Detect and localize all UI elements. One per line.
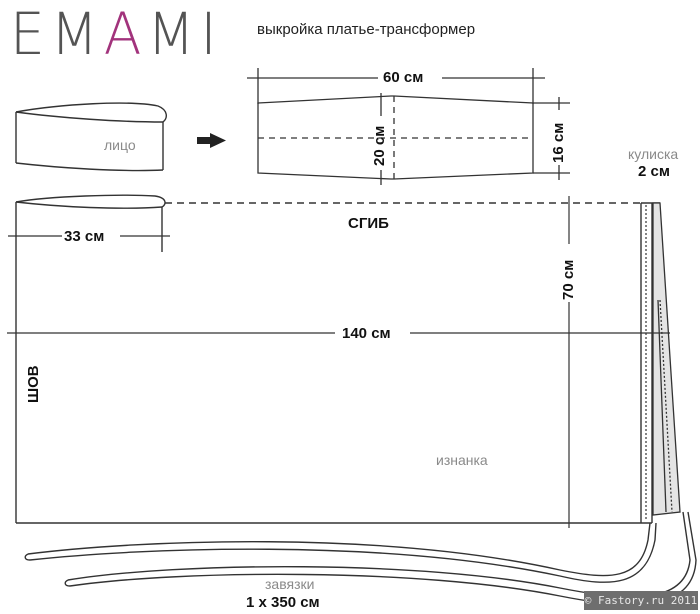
- brand-prefix: EM: [10, 0, 104, 68]
- brand-accent-letter: A: [103, 0, 148, 68]
- drawstring-title: кулиска: [628, 146, 679, 162]
- fold-label: СГИБ: [348, 215, 389, 232]
- page-title: выкройка платье-трансформер: [257, 21, 476, 38]
- brand-suffix: MI: [147, 0, 223, 68]
- band-end-height-label: 16 см: [550, 122, 567, 163]
- watermark: © Fastory.ru 2011: [584, 591, 698, 610]
- skirt-pattern-piece: [15, 194, 660, 524]
- band-illustration: [15, 102, 167, 172]
- brand-logo: EMAMI: [10, 5, 222, 63]
- seam-label: ШОВ: [25, 365, 42, 403]
- face-label: лицо: [104, 137, 136, 153]
- drawstring-width-label: 2 см: [638, 163, 670, 180]
- band-width-label: 60 см: [383, 69, 424, 86]
- skirt-height-label: 70 см: [560, 259, 577, 300]
- skirt-width-label: 140 см: [342, 325, 391, 342]
- ties-title: завязки: [265, 576, 315, 592]
- ties: [24, 511, 697, 606]
- arrow-right-icon: [197, 133, 226, 148]
- wrong-side-label: изнанка: [436, 452, 488, 468]
- band-width-33-label: 33 см: [64, 228, 105, 245]
- band-center-height-label: 20 см: [371, 125, 388, 166]
- drawstring-flap: [652, 202, 681, 516]
- band-pattern-piece: [247, 68, 570, 185]
- ties-size-label: 1 x 350 см: [246, 594, 320, 611]
